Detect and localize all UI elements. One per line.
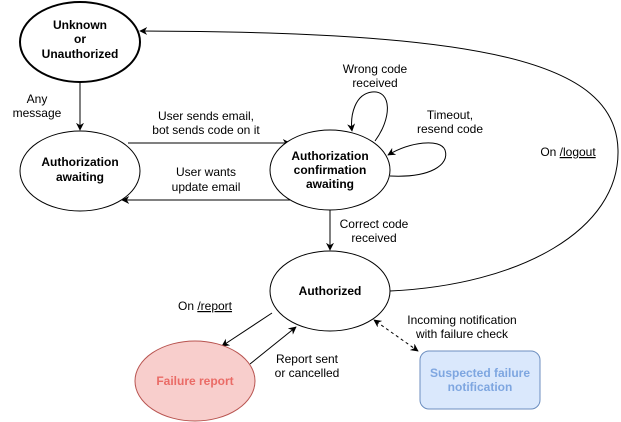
- label-incoming-2: with failure check: [415, 327, 509, 341]
- label-incoming-1: Incoming notification: [407, 313, 516, 327]
- label-report-sent-1: Report sent: [276, 352, 339, 366]
- node-auth-awaiting-line-2: awaiting: [56, 170, 104, 184]
- label-timeout-1: Timeout,: [427, 108, 473, 122]
- label-send-email-2: bot sends code on it: [152, 123, 260, 137]
- node-auth-confirm-line-3: awaiting: [306, 177, 354, 191]
- node-failure-report-label: Failure report: [156, 374, 233, 388]
- node-suspected-line-1: Suspected failure: [430, 366, 530, 380]
- node-unknown-line-3: Unauthorized: [42, 47, 119, 61]
- edge-report: [221, 312, 273, 347]
- label-any-message-1: Any: [27, 92, 48, 106]
- label-logout: On /logout: [540, 145, 596, 159]
- node-suspected-failure-notification[interactable]: Suspected failure notification: [419, 350, 541, 410]
- node-unknown-line-2: or: [74, 32, 86, 46]
- node-unknown-line-1: Unknown: [53, 18, 107, 32]
- label-timeout-2: resend code: [417, 122, 483, 136]
- label-update-email-2: update email: [172, 180, 241, 194]
- node-auth-confirm-line-2: confirmation: [294, 163, 367, 177]
- node-authorized[interactable]: Authorized: [269, 250, 391, 332]
- node-suspected-line-2: notification: [448, 380, 513, 394]
- label-any-message-2: message: [13, 106, 62, 120]
- label-wrong-code-1: Wrong code: [343, 62, 408, 76]
- edge-report-sent: [249, 326, 297, 365]
- label-report: On /report: [178, 299, 233, 313]
- edge-timeout-loop: [387, 142, 447, 177]
- node-unknown[interactable]: Unknown or Unauthorized: [19, 1, 141, 83]
- label-report-command[interactable]: /report: [197, 299, 232, 313]
- label-send-email-1: User sends email,: [158, 109, 254, 123]
- edge-logout: [139, 27, 619, 292]
- label-report-prefix: On: [178, 299, 197, 313]
- label-logout-prefix: On: [540, 145, 559, 159]
- node-auth-awaiting-line-1: Authorization: [41, 155, 118, 169]
- label-correct-code-1: Correct code: [340, 217, 409, 231]
- label-wrong-code-2: received: [352, 76, 397, 90]
- label-report-sent-2: or cancelled: [275, 366, 340, 380]
- node-authorization-awaiting[interactable]: Authorization awaiting: [19, 130, 141, 212]
- node-authorized-label: Authorized: [299, 284, 362, 298]
- edge-wrong-code-loop: [347, 91, 388, 142]
- label-correct-code-2: received: [351, 231, 396, 245]
- edge-incoming-notification: [373, 319, 419, 352]
- label-update-email-1: User wants: [176, 165, 236, 179]
- node-authorization-confirmation-awaiting[interactable]: Authorization confirmation awaiting: [269, 129, 391, 211]
- node-auth-confirm-line-1: Authorization: [291, 149, 368, 163]
- node-failure-report[interactable]: Failure report: [134, 340, 256, 422]
- label-logout-command[interactable]: /logout: [560, 145, 597, 159]
